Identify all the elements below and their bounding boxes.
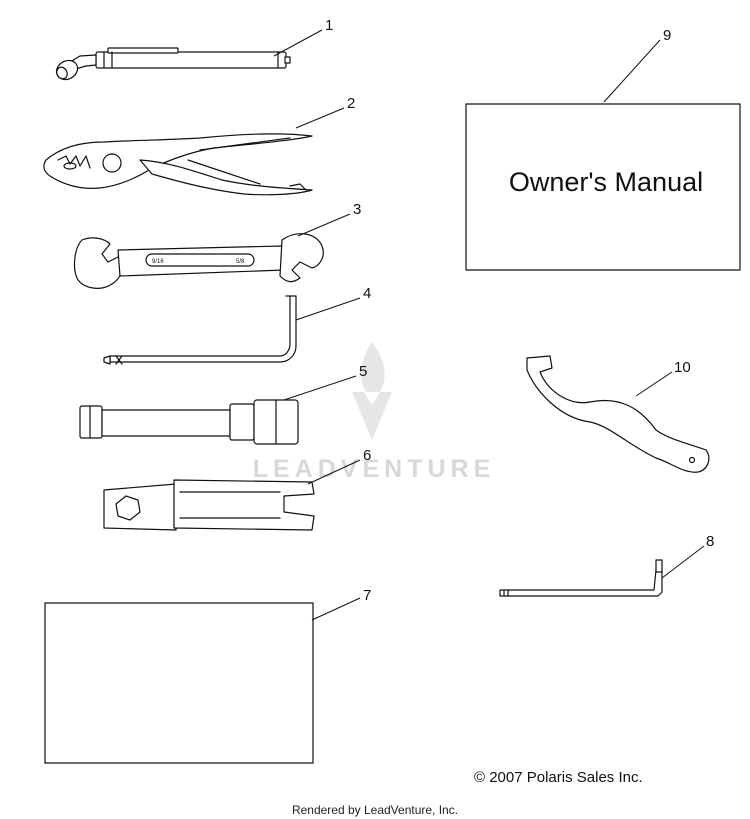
part-8-hex-key[interactable]: [499, 559, 663, 597]
part-4-l-screwdriver[interactable]: [103, 295, 297, 365]
callout-1: 1: [325, 17, 333, 34]
wrench-size-left-label: 9/16: [152, 259, 164, 265]
part-6-hex-tool[interactable]: [103, 479, 315, 531]
part-5-spark-plug-socket[interactable]: [79, 399, 299, 445]
callout-8: 8: [706, 533, 714, 550]
leader-lines: [273, 29, 705, 621]
callout-labels: 1 2 3 4 5 6 7 8 9 10: [325, 17, 714, 604]
callout-10: 10: [674, 359, 691, 376]
part-2-pliers[interactable]: [43, 133, 313, 196]
watermark-flame-logo: [352, 342, 392, 440]
callout-6: 6: [363, 447, 371, 464]
watermark-text: LEADVENTURE: [253, 455, 496, 483]
part-1-tire-gauge[interactable]: [53, 47, 291, 83]
part-10-spanner[interactable]: [526, 355, 710, 473]
part-7-document[interactable]: [44, 602, 314, 764]
spanner-hole: [688, 456, 696, 464]
copyright-text: © 2007 Polaris Sales Inc.: [474, 769, 643, 786]
callout-3: 3: [353, 201, 361, 218]
callout-2: 2: [347, 95, 355, 112]
part-3-wrench[interactable]: 9/16 5/8: [73, 233, 324, 289]
callout-7: 7: [363, 587, 371, 604]
callout-9: 9: [663, 27, 671, 44]
footer-credit: Rendered by LeadVenture, Inc.: [292, 803, 458, 817]
callout-5: 5: [359, 363, 367, 380]
part-9-owners-manual[interactable]: Owner's Manual: [465, 103, 741, 271]
owners-manual-title: Owner's Manual: [509, 167, 703, 197]
wrench-size-right-label: 5/8: [236, 259, 245, 265]
watermark: LEADVENTURE: [253, 342, 496, 483]
callout-4: 4: [363, 285, 371, 302]
